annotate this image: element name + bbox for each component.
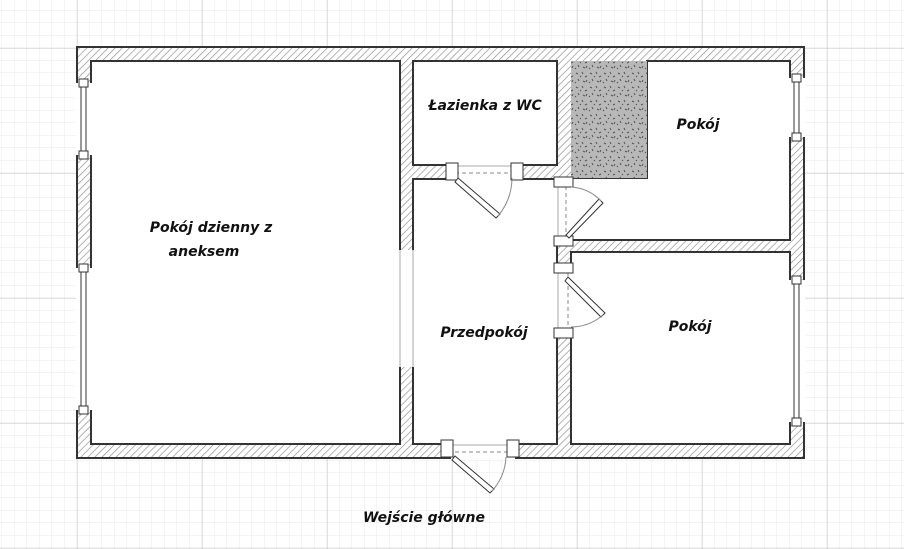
- label-bedroom-bottom: Pokój: [668, 319, 711, 335]
- label-bathroom: Łazienka z WC: [427, 98, 542, 114]
- room-bathroom: [412, 60, 558, 166]
- door-bathroom[interactable]: [445, 162, 524, 219]
- window-right-2: [789, 275, 805, 427]
- opening-living-hall: [399, 250, 414, 367]
- room-living: [90, 60, 401, 445]
- storage-area: [571, 61, 647, 178]
- window-right-1: [789, 73, 805, 142]
- label-living-line1: Pokój dzienny z: [150, 220, 273, 236]
- door-room-bottom[interactable]: [553, 262, 606, 339]
- window-left-2: [76, 263, 92, 415]
- label-hallway: Przedpokój: [440, 325, 527, 341]
- windows: [76, 73, 805, 427]
- label-bedroom-top: Pokój: [676, 117, 719, 133]
- room-bedroom-bottom: [570, 251, 791, 445]
- window-left-1: [76, 78, 92, 160]
- door-main-entrance[interactable]: [440, 439, 520, 494]
- room-hallway: [412, 178, 558, 445]
- label-main-entrance: Wejście główne: [363, 510, 485, 526]
- door-room-top[interactable]: [553, 176, 604, 247]
- label-living-line2: aneksem: [169, 244, 240, 260]
